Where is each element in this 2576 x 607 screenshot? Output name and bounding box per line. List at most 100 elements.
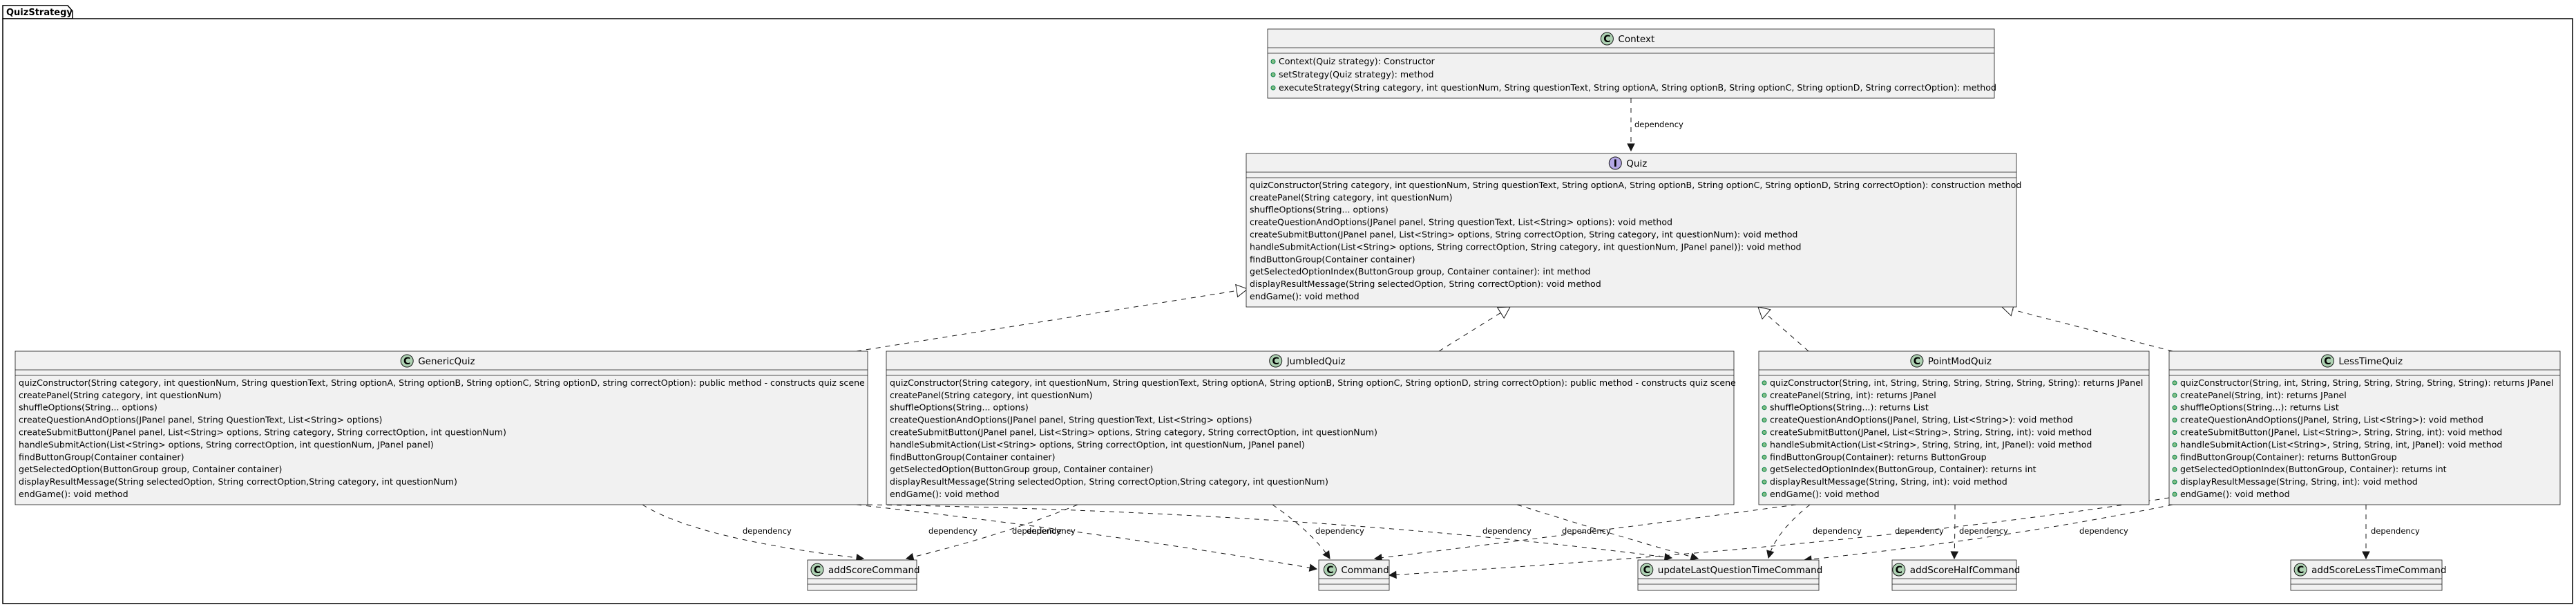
dependency-arrowhead-icon bbox=[1627, 143, 1635, 152]
public-visibility-icon bbox=[1762, 479, 1767, 485]
edge-label: dependency bbox=[1895, 526, 1944, 536]
public-visibility-icon bbox=[2172, 430, 2177, 435]
package-tab bbox=[2, 5, 73, 19]
class-name: Context bbox=[1618, 34, 1654, 45]
badge-letter: C bbox=[403, 356, 410, 367]
class-jumbled[interactable]: C JumbledQuiz quizConstructor(String categ… bbox=[886, 351, 1736, 505]
class-box bbox=[1758, 351, 2150, 505]
member-method: shuffleOptions(String... options) bbox=[1250, 205, 1389, 215]
edge-label: dependency bbox=[1562, 526, 1611, 536]
member-method: createPanel(String category, int questio… bbox=[1250, 192, 1453, 203]
badge-letter: C bbox=[2324, 356, 2331, 367]
badge-letter: C bbox=[1272, 356, 1279, 367]
class-lesstime[interactable]: C LessTimeQuiz quizConstructor(String, int… bbox=[2168, 351, 2561, 505]
member-method: createPanel(String, int): returns JPanel bbox=[2180, 390, 2347, 400]
public-visibility-icon bbox=[1762, 430, 1767, 435]
public-visibility-icon bbox=[2172, 492, 2177, 497]
public-visibility-icon bbox=[2172, 393, 2177, 398]
class-badge-icon bbox=[2293, 563, 2307, 577]
class-box bbox=[1267, 28, 1995, 99]
edge-dependency-context-quiz: dependency bbox=[1627, 98, 1683, 152]
member-method: createQuestionAndOptions(JPanel panel, S… bbox=[1250, 217, 1672, 227]
member-method: shuffleOptions(String... options) bbox=[19, 402, 158, 413]
class-name: LessTimeQuiz bbox=[2338, 356, 2403, 367]
edge-dependency-pointmod-command: dependency bbox=[1373, 504, 1797, 562]
member-method: createQuestionAndOptions(JPanel panel, S… bbox=[890, 415, 1252, 425]
member-method: Context(Quiz strategy): Constructor bbox=[1279, 56, 1435, 66]
interface-badge-icon bbox=[1608, 156, 1622, 170]
member-method: createSubmitButton(JPanel, List<String>,… bbox=[1770, 427, 2092, 438]
edge-dependency-generic-addScore: dependency bbox=[642, 504, 865, 562]
member-method: createPanel(String category, int questio… bbox=[890, 390, 1093, 400]
member-method: quizConstructor(String category, int que… bbox=[890, 377, 1736, 388]
badge-letter: C bbox=[814, 565, 821, 576]
member-method: endGame(): void method bbox=[2180, 489, 2290, 499]
edge-label: dependency bbox=[2371, 526, 2420, 536]
class-badge-icon bbox=[400, 354, 414, 368]
member-method: createQuestionAndOptions(JPanel panel, S… bbox=[19, 415, 382, 425]
member-method: quizConstructor(String, int, String, Str… bbox=[2180, 377, 2553, 388]
class-name: addScoreCommand bbox=[828, 565, 920, 576]
class-badge-icon bbox=[1600, 32, 1614, 46]
class-name: Quiz bbox=[1626, 158, 1647, 169]
class-name: addScoreLessTimeCommand bbox=[2311, 565, 2446, 576]
badge-letter: C bbox=[2297, 565, 2304, 576]
badge-letter: C bbox=[1603, 34, 1610, 45]
edge-line bbox=[2001, 306, 2173, 352]
edge-label: dependency bbox=[1482, 526, 1532, 536]
class-name: JumbledQuiz bbox=[1286, 356, 1346, 367]
edge-dependency-pointmod-updateLast: dependency bbox=[1766, 504, 1862, 559]
member-method: displayResultMessage(String, String, int… bbox=[1770, 476, 2007, 487]
public-visibility-icon bbox=[1762, 418, 1767, 423]
edge-dependency-lesstime-command: dependency bbox=[1388, 497, 2170, 579]
class-box bbox=[15, 351, 868, 505]
member-method: shuffleOptions(String... options) bbox=[890, 402, 1029, 413]
edge-label: dependency bbox=[1012, 526, 1061, 536]
edge-line bbox=[867, 504, 1672, 559]
dependency-arrowhead-icon bbox=[905, 552, 915, 561]
edge-label: dependency bbox=[1315, 526, 1364, 536]
class-box bbox=[1246, 153, 2017, 308]
dependency-arrowhead-icon bbox=[1308, 563, 1318, 572]
member-method: shuffleOptions(String...): returns List bbox=[2180, 402, 2339, 413]
class-name: Command bbox=[1341, 565, 1389, 576]
class-name: PointModQuiz bbox=[1928, 356, 1992, 367]
member-method: getSelectedOptionIndex(ButtonGroup, Cont… bbox=[2180, 464, 2447, 474]
member-method: createPanel(String category, int questio… bbox=[19, 390, 222, 400]
public-visibility-icon bbox=[1270, 72, 1276, 77]
member-method: quizConstructor(String category, int que… bbox=[19, 377, 865, 388]
member-method: quizConstructor(String category, int que… bbox=[1250, 180, 2021, 190]
public-visibility-icon bbox=[2172, 454, 2177, 460]
edge-line bbox=[1757, 306, 1809, 352]
edge-dependency-jumbled-command: dependency bbox=[1272, 504, 1364, 559]
edge-label: dependency bbox=[1027, 526, 1076, 536]
member-method: createSubmitButton(JPanel panel, List<St… bbox=[890, 427, 1377, 438]
class-badge-icon bbox=[1910, 354, 1924, 368]
public-visibility-icon bbox=[1762, 405, 1767, 411]
dependency-arrowhead-icon bbox=[2362, 551, 2370, 560]
edge-label: dependency bbox=[743, 526, 792, 536]
edge-line bbox=[856, 288, 1248, 352]
class-badge-icon bbox=[2320, 354, 2334, 368]
class-badge-icon bbox=[810, 563, 824, 577]
edge-realization-pointmod-quiz bbox=[1757, 306, 1809, 352]
member-method: endGame(): void method bbox=[1250, 291, 1359, 301]
public-visibility-icon bbox=[2172, 479, 2177, 485]
public-visibility-icon bbox=[1762, 380, 1767, 386]
edge-label: dependency bbox=[1959, 526, 2008, 536]
edge-realization-generic-quiz bbox=[856, 283, 1249, 352]
public-visibility-icon bbox=[1270, 85, 1276, 91]
public-visibility-icon bbox=[1762, 492, 1767, 497]
member-method: setStrategy(Quiz strategy): method bbox=[1279, 69, 1433, 80]
edge-line bbox=[1438, 306, 1511, 352]
public-visibility-icon bbox=[2172, 467, 2177, 472]
